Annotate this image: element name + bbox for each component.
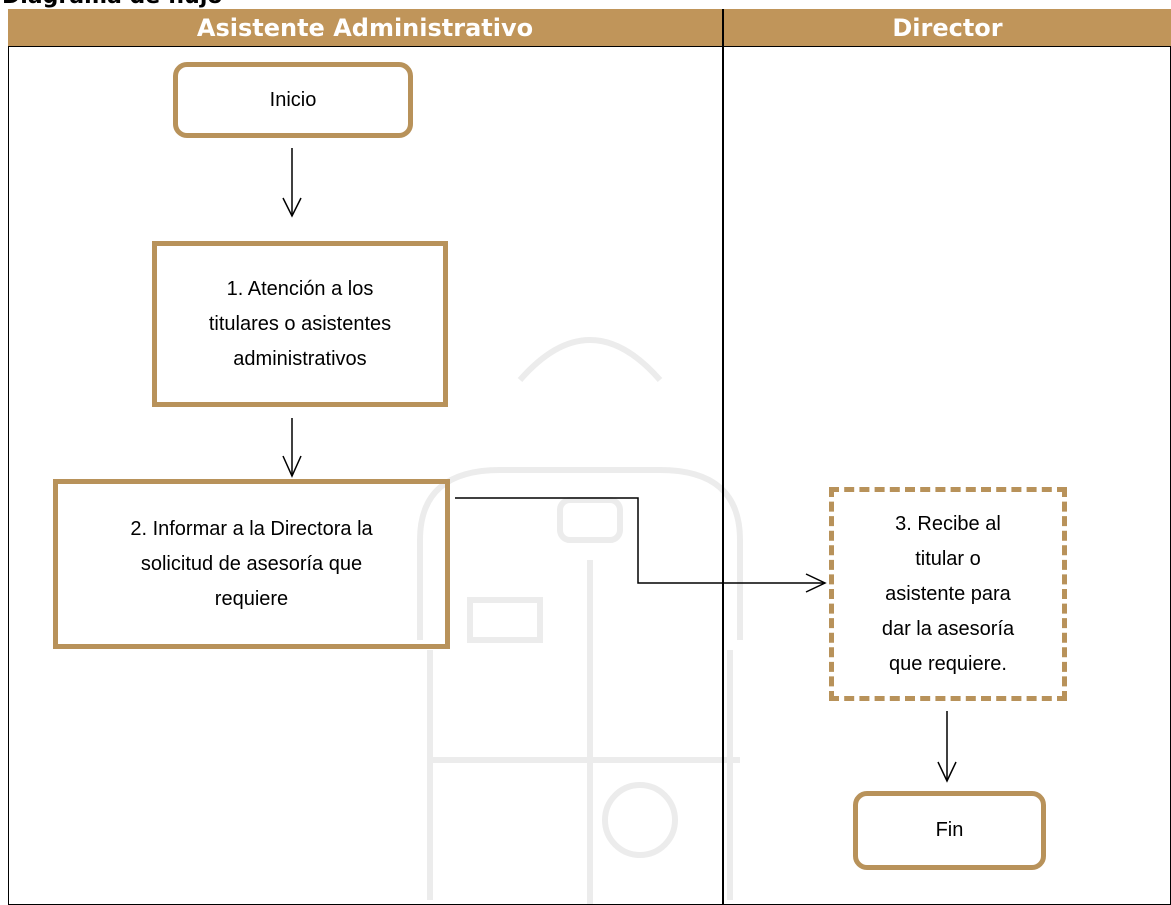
lane-divider bbox=[722, 9, 724, 905]
step-3-node: 3. Recibe al titular o asistente para da… bbox=[829, 487, 1067, 701]
step-1-label: 1. Atención a los titulares o asistentes… bbox=[208, 277, 392, 370]
step-2-label: 2. Informar a la Directora la solicitud … bbox=[130, 517, 373, 610]
arrowhead-step3-end bbox=[937, 761, 957, 783]
page-title: Diagrama de flujo bbox=[2, 0, 222, 9]
step-2-node: 2. Informar a la Directora la solicitud … bbox=[53, 479, 450, 649]
lane-header-director: Director bbox=[724, 9, 1171, 46]
end-node: Fin bbox=[853, 791, 1046, 870]
step-1-node: 1. Atención a los titulares o asistentes… bbox=[152, 241, 448, 407]
start-node: Inicio bbox=[173, 62, 413, 138]
lane-header-asistente: Asistente Administrativo bbox=[8, 9, 722, 46]
header-divider bbox=[8, 46, 1171, 47]
arrow-step2-step3 bbox=[455, 497, 825, 584]
arrowhead-step2-step3 bbox=[805, 573, 827, 593]
arrowhead-step1-step2 bbox=[282, 455, 302, 478]
step-3-label: 3. Recibe al titular o asistente para da… bbox=[881, 512, 1015, 675]
start-label: Inicio bbox=[269, 88, 317, 111]
arrowhead-start-step1 bbox=[282, 197, 302, 218]
end-label: Fin bbox=[935, 819, 964, 841]
